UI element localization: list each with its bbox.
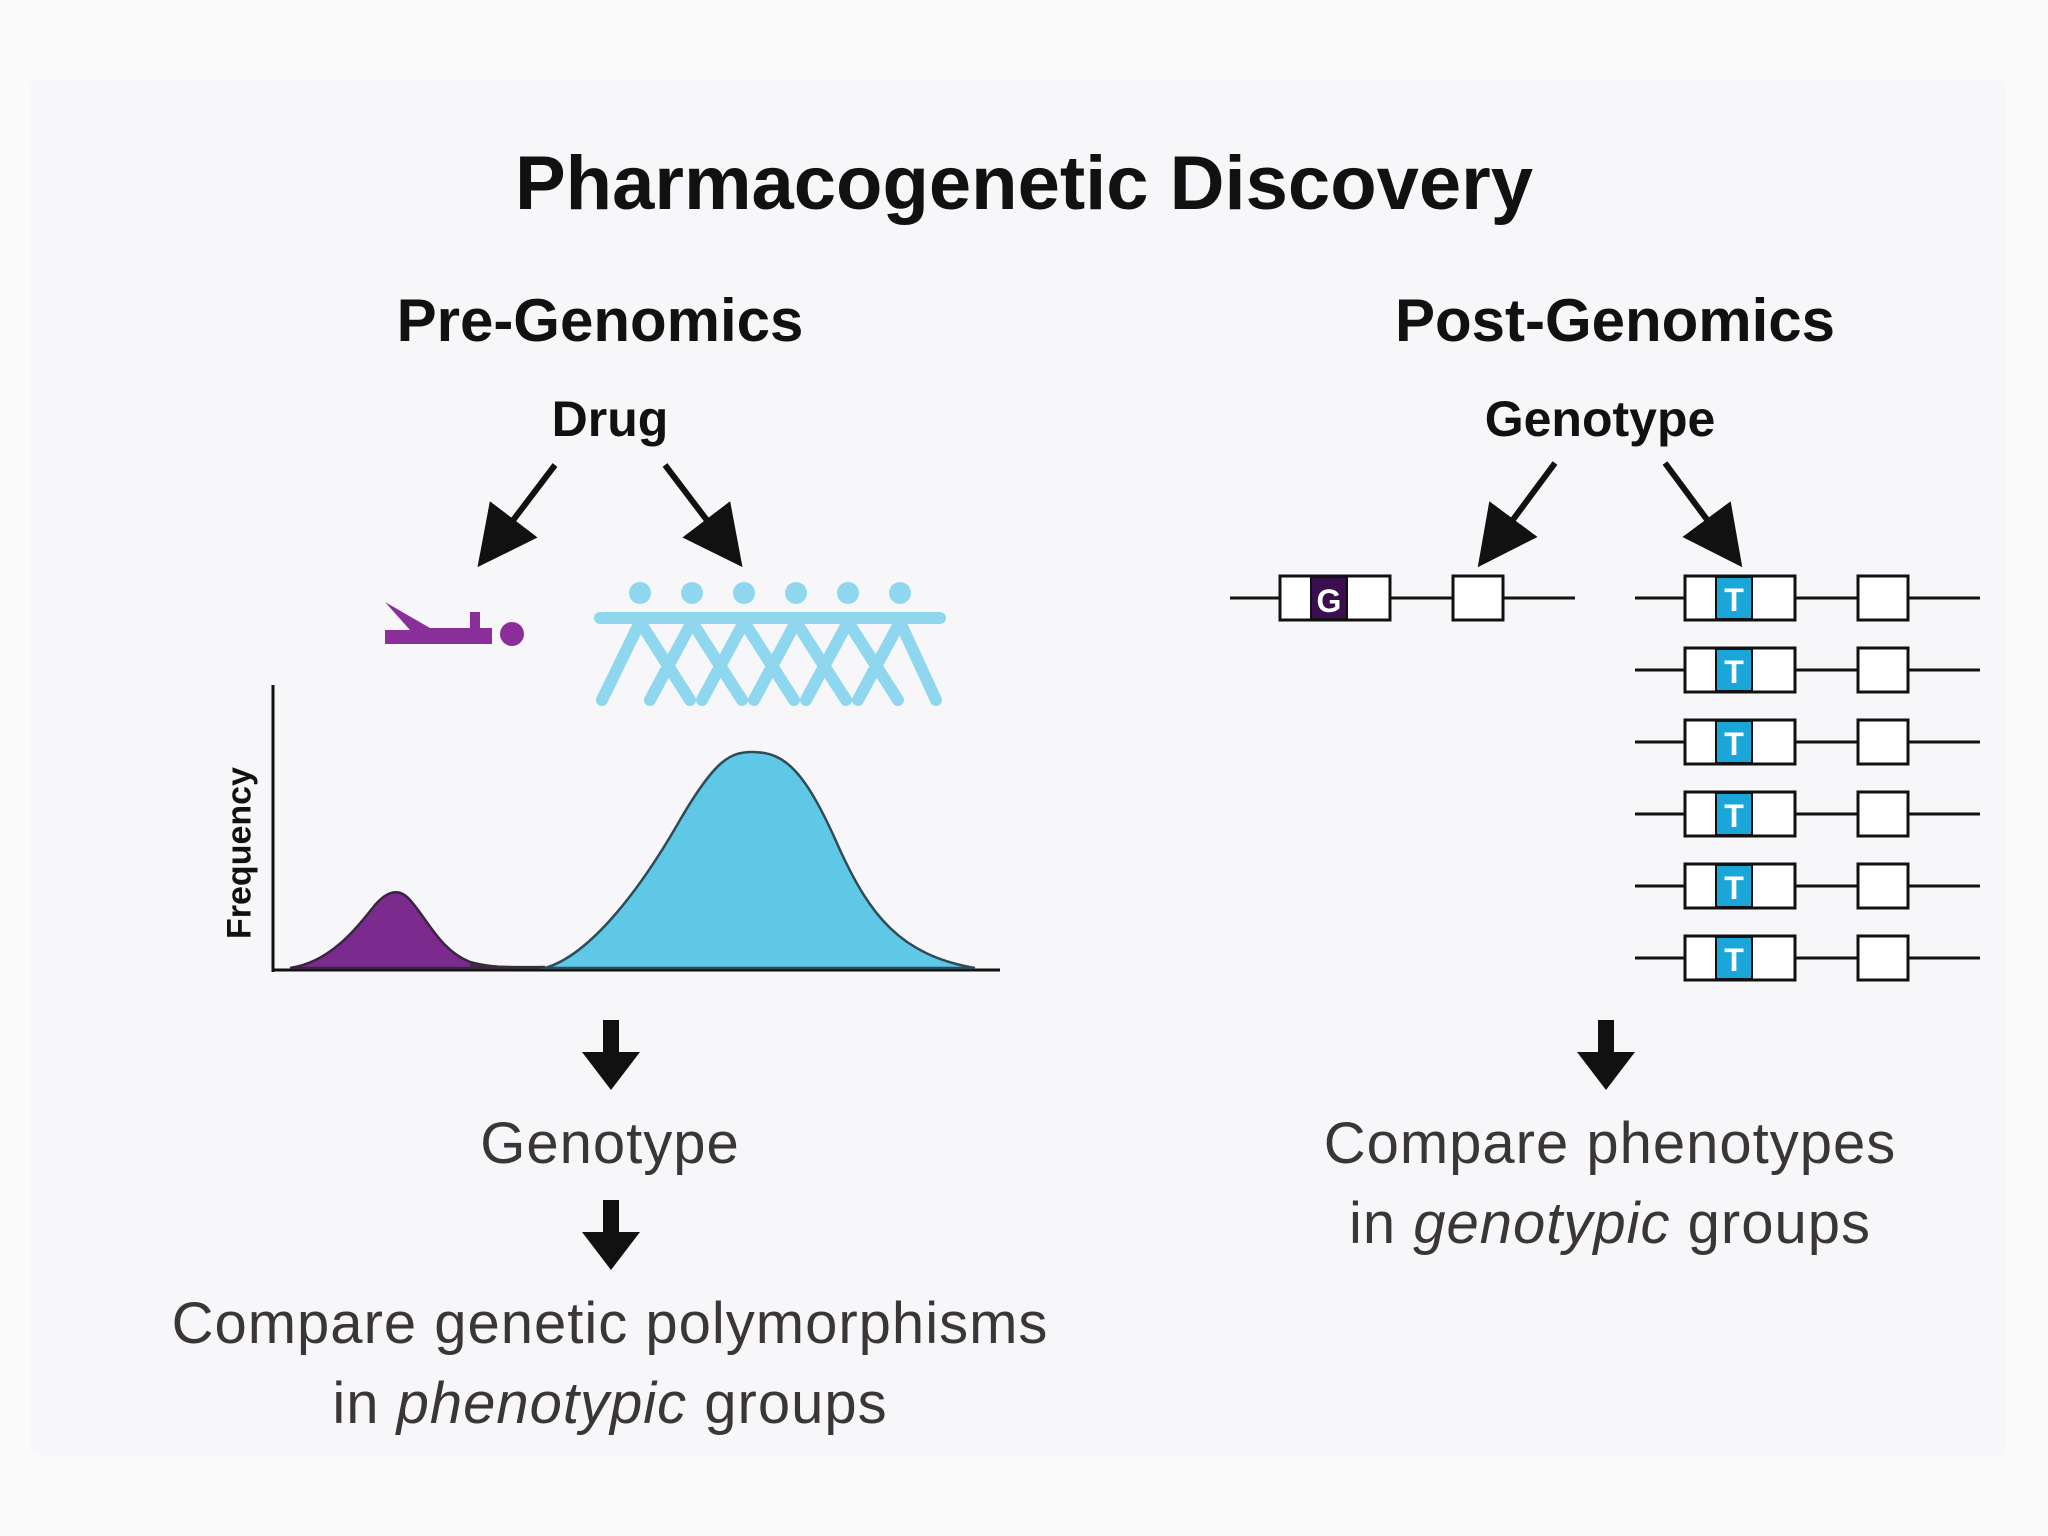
major-allele-letter: T xyxy=(1724,654,1744,690)
minority-distribution-curve xyxy=(289,891,541,970)
figure-title: Pharmacogenetic Discovery xyxy=(514,141,1534,226)
pre-result-line2-suffix: groups xyxy=(687,1371,888,1436)
genotype-arrow-left xyxy=(1477,461,1558,568)
pre-result-line2: in phenotypic groups xyxy=(60,1370,1160,1437)
major-allele-letter: T xyxy=(1724,798,1744,834)
pre-down-arrow-1 xyxy=(582,1020,640,1090)
post-genomics-heading: Post-Genomics xyxy=(1394,287,1836,354)
pre-result-line1: Compare genetic polymorphisms xyxy=(171,1291,1049,1356)
frequency-axis-label-wrap: Frequency xyxy=(210,738,270,968)
minor-allele-chromosome: G xyxy=(1230,574,1575,622)
major-allele-letter: T xyxy=(1724,942,1744,978)
post-result-line2-suffix: groups xyxy=(1670,1191,1872,1256)
genotype-arrow-right xyxy=(1662,461,1743,568)
post-result-line2-prefix: in xyxy=(1348,1191,1414,1256)
frequency-axis-label: Frequency xyxy=(220,767,259,939)
major-allele-letter: T xyxy=(1724,870,1744,906)
genotype-source-label: Genotype xyxy=(1484,391,1716,447)
drug-label: Drug xyxy=(551,391,669,447)
post-result-emphasis: genotypic xyxy=(1413,1191,1671,1256)
pre-result-emphasis: phenotypic xyxy=(396,1371,688,1436)
major-allele-letter: T xyxy=(1724,726,1744,762)
major-allele-chromosome: T xyxy=(1635,646,1980,694)
frequency-plot-axes xyxy=(271,685,1000,972)
post-down-arrow xyxy=(1577,1020,1635,1090)
post-result-line1: Compare phenotypes xyxy=(1323,1111,1897,1176)
pre-down-arrow-2 xyxy=(582,1200,640,1270)
adverse-responder-icon xyxy=(385,602,524,646)
drug-arrow-left xyxy=(477,463,558,568)
minor-allele-letter: G xyxy=(1317,583,1342,619)
trough-line xyxy=(469,963,546,969)
post-result-line2: in genotypic groups xyxy=(1230,1190,1990,1257)
normal-responders-icon xyxy=(594,582,946,706)
figure-panel xyxy=(30,80,2005,1455)
pre-genomics-heading: Pre-Genomics xyxy=(396,287,804,354)
drug-arrow-right xyxy=(662,463,743,568)
pre-result-line2-prefix: in xyxy=(332,1371,397,1436)
major-allele-chromosome: T xyxy=(1635,718,1980,766)
majority-distribution-curve xyxy=(544,750,976,970)
major-allele-letter: T xyxy=(1724,582,1744,618)
major-allele-chromosome: T xyxy=(1635,862,1980,910)
pre-step-genotype: Genotype xyxy=(480,1111,740,1176)
major-allele-chromosome: T xyxy=(1635,790,1980,838)
major-allele-chromosome: T xyxy=(1635,934,1980,982)
major-allele-chromosome: T xyxy=(1635,574,1980,622)
